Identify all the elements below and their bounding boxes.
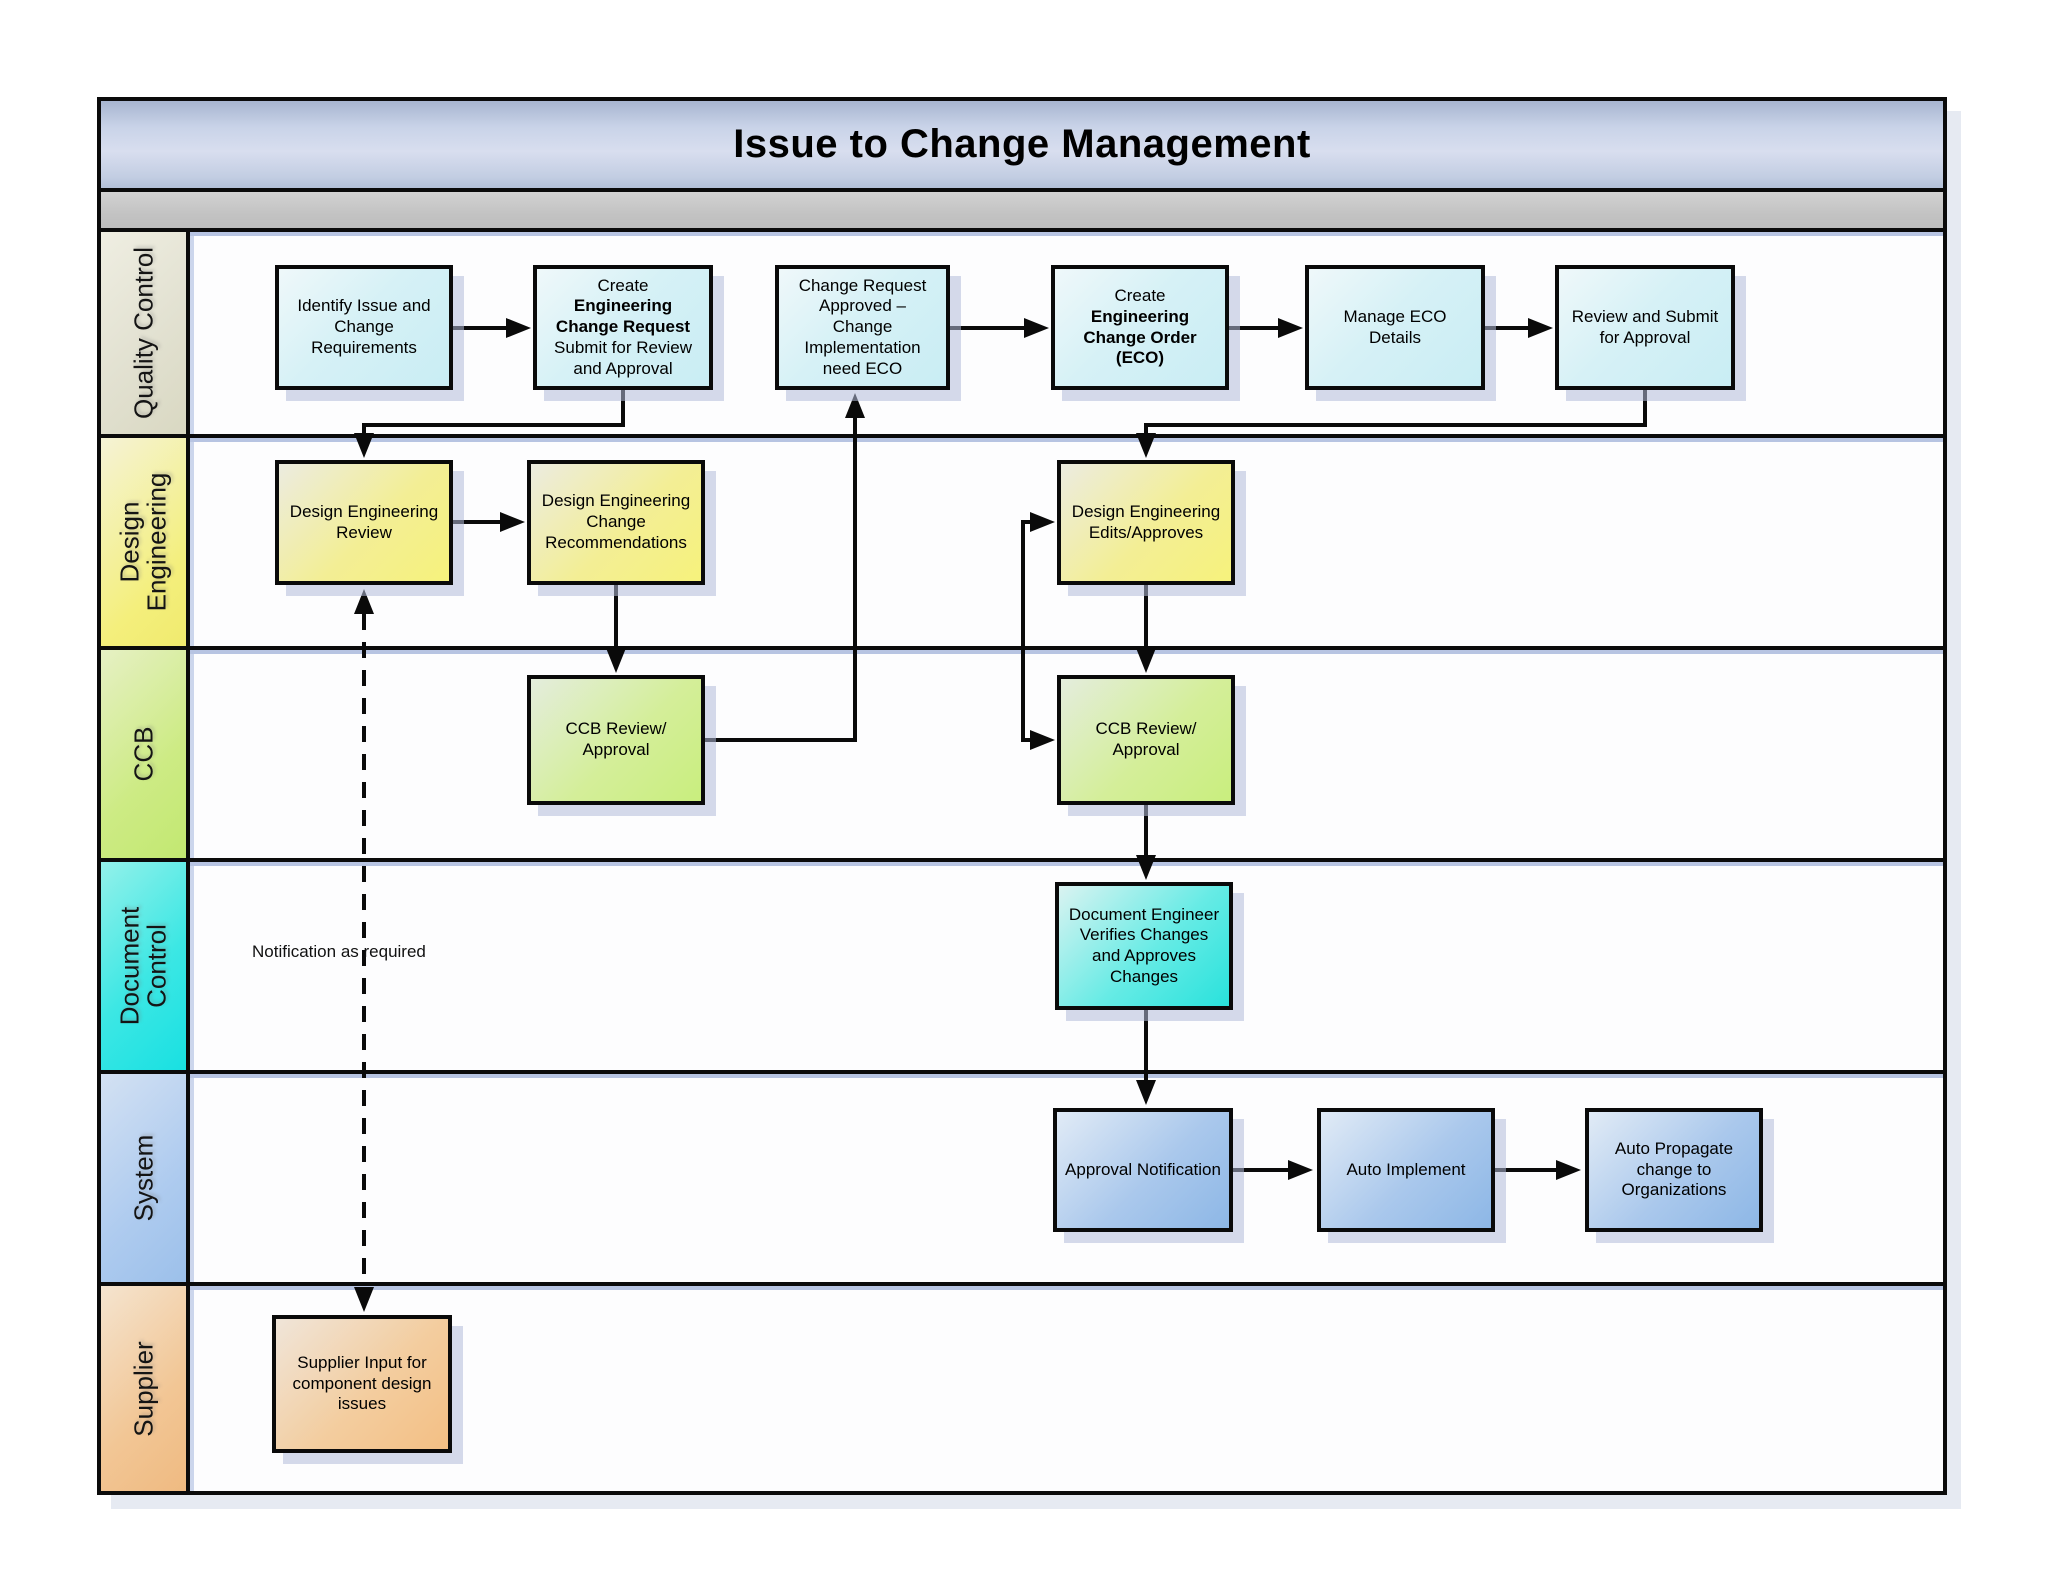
node-text: Identify Issue and Change Requirements [297, 296, 431, 357]
node-ccb-review-approval-2: CCB Review/ Approval [1057, 675, 1235, 805]
lane-document-control: Document Control [101, 858, 1943, 1070]
lane-label-text: Design Engineering [114, 472, 172, 612]
node-text: CCB Review/ Approval [1095, 719, 1197, 759]
node-text: Supplier Input for component design issu… [292, 1352, 432, 1414]
node-auto-implement: Auto Implement [1317, 1108, 1495, 1232]
node-document-engineer-verifies: Document Engineer Verifies Changes and A… [1055, 882, 1233, 1010]
lane-label-document-control: Document Control [101, 862, 190, 1070]
node-text: Design Engineering Edits/Approves [1071, 501, 1221, 542]
node-text: Auto Propagate change to Organizations [1614, 1138, 1734, 1200]
lane-label-ccb: CCB [101, 650, 190, 858]
node-identify-issue: Identify Issue and Change Requirements [275, 265, 453, 390]
node-text: Auto Implement [1346, 1159, 1466, 1179]
node-design-engineering-change-recommendations: Design Engineering Change Recommendation… [527, 460, 705, 585]
lane-label-text: Document Control [114, 906, 172, 1026]
lane-label-design-engineering: Design Engineering [101, 438, 190, 646]
lane-label-text: System [127, 1134, 158, 1222]
node-design-engineering-review: Design Engineering Review [275, 460, 453, 585]
lane-label-supplier: Supplier [101, 1286, 190, 1491]
lane-label-text: Quality Control [127, 247, 158, 419]
lane-ccb: CCB [101, 646, 1943, 858]
node-review-and-submit: Review and Submit for Approval [1555, 265, 1735, 390]
node-manage-eco-details: Manage ECO Details [1305, 265, 1485, 390]
subtitle-band [101, 188, 1943, 232]
node-text: Document Engineer Verifies Changes and A… [1068, 904, 1220, 986]
node-change-request-approved: Change Request Approved – Change Impleme… [775, 265, 950, 390]
node-text: CCB Review/ Approval [565, 719, 667, 759]
lane-label-text: CCB [127, 726, 158, 782]
node-ccb-review-approval-1: CCB Review/ Approval [527, 675, 705, 805]
node-approval-notification: Approval Notification [1053, 1108, 1233, 1232]
node-text: Change Request Approved – Change Impleme… [798, 275, 927, 378]
node-text: Design Engineering Change Recommendation… [541, 491, 691, 552]
node-text: Design Engineering Review [289, 501, 439, 542]
lane-label-system: System [101, 1074, 190, 1282]
node-text: Review and Submit for Approval [1571, 306, 1719, 347]
title-bar: Issue to Change Management [101, 101, 1943, 188]
lane-label-text: Supplier [127, 1340, 158, 1437]
lane-supplier: Supplier [101, 1282, 1943, 1491]
lane-label-quality-control: Quality Control [101, 232, 190, 434]
node-auto-propagate: Auto Propagate change to Organizations [1585, 1108, 1763, 1232]
node-text: Manage ECO Details [1343, 306, 1447, 347]
lane-body-supplier [190, 1286, 1943, 1491]
node-text: Approval Notification [1065, 1159, 1221, 1179]
diagram-title: Issue to Change Management [733, 122, 1311, 166]
node-supplier-input: Supplier Input for component design issu… [272, 1315, 452, 1453]
node-design-engineering-edits-approves: Design Engineering Edits/Approves [1057, 460, 1235, 585]
notification-as-required-label: Notification as required [252, 942, 426, 961]
